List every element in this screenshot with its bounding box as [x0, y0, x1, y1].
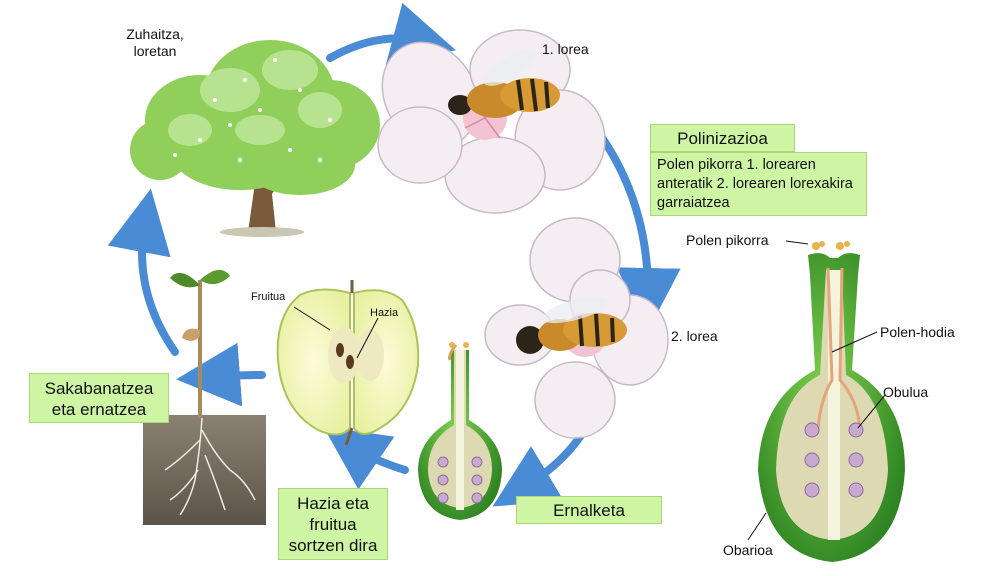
label-fruit: Fruitua	[251, 291, 285, 304]
label-seed: Hazia	[370, 307, 398, 320]
arrow-ovary-to-fruit	[350, 445, 405, 470]
flower-2-illustration	[485, 218, 668, 438]
arrow-seedling-to-tree	[142, 220, 175, 352]
label-flower-2: 2. lorea	[671, 328, 718, 345]
leader-ovary	[748, 513, 766, 540]
label-ovule: Obulua	[883, 384, 928, 401]
label-pollen-tube: Polen-hodia	[880, 324, 955, 341]
apple-fruit-illustration	[278, 280, 419, 445]
pollination-description-box: Polen pikorra 1. lorearen anteratik 2. l…	[650, 152, 867, 216]
pollination-title-box: Polinizazioa	[650, 124, 795, 152]
label-pollen-grain: Polen pikorra	[686, 232, 769, 249]
leader-pollen-grain	[786, 241, 808, 244]
label-tree-in-bloom: Zuhaitza, loretan	[113, 26, 197, 60]
arrow-fruit-to-seedling	[208, 375, 262, 377]
large-pistil-illustration	[758, 241, 905, 562]
fertilization-box: Ernalketa	[516, 496, 662, 524]
flowering-tree-illustration	[130, 40, 380, 237]
label-ovary: Obarioa	[723, 542, 773, 559]
dispersal-germination-box: Sakabanatzea eta ernatzea	[29, 373, 169, 423]
seed-fruit-box: Hazia eta fruitua sortzen dira	[278, 488, 388, 560]
label-flower-1: 1. lorea	[542, 41, 589, 58]
small-pistil-illustration	[418, 342, 502, 520]
